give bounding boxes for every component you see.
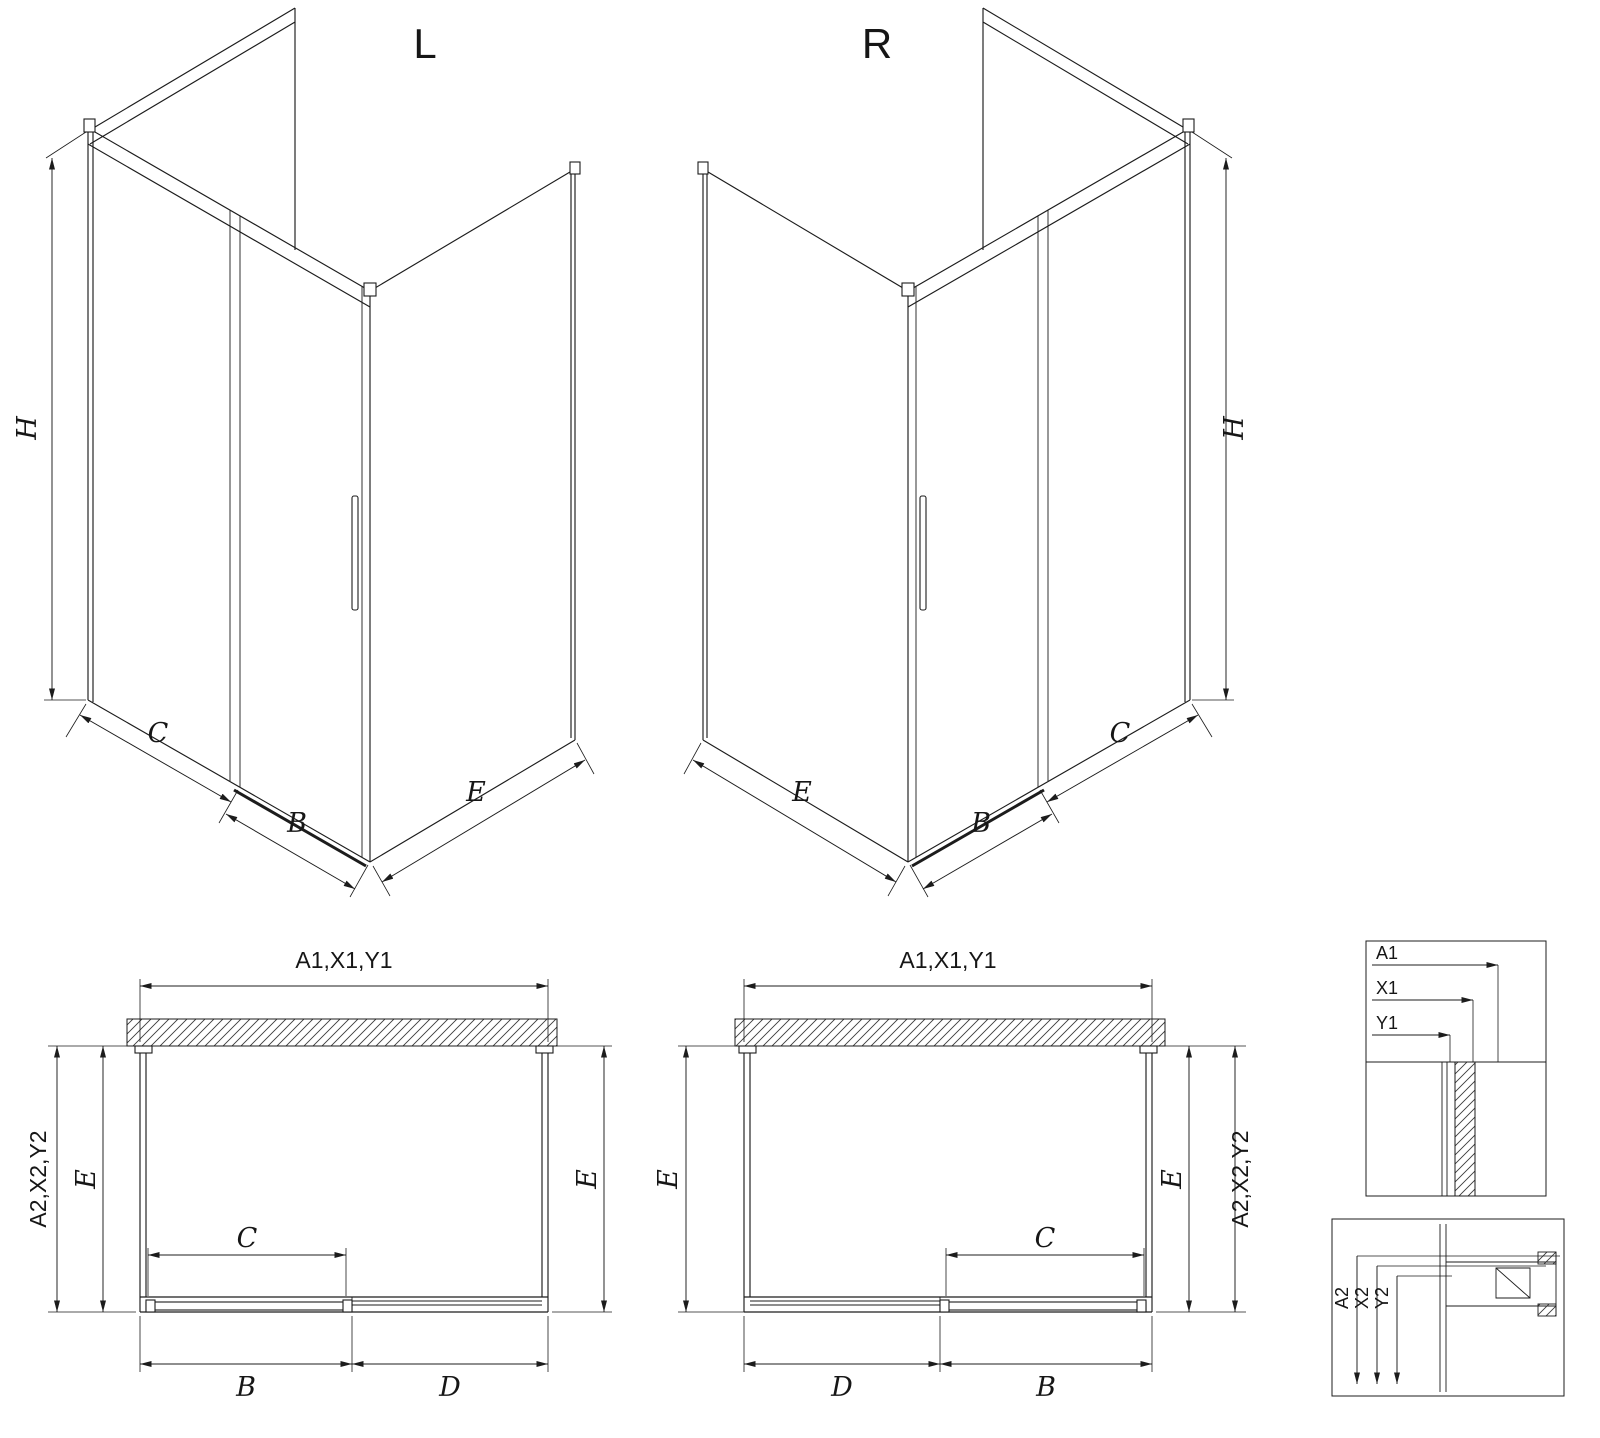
dim-label-b: B [970,808,991,839]
wall-bracket-right [535,1045,554,1054]
dim-line-e [381,759,586,883]
detail-wall-profile-top: A1 X1 Y1 [1365,940,1547,1197]
bathroom-wall-hatched [126,1018,558,1047]
dim-label-e-left: E [71,1169,102,1190]
dim-label-c: C [237,1223,258,1254]
side-wall-frame [702,168,909,863]
dim-line-c [79,714,232,803]
reference-lines [1449,965,1499,1062]
wall-profile-cap-right [569,161,581,175]
dim-label-c: C [148,718,169,749]
door-handle [919,495,927,611]
dim-label-e-left: E [653,1169,684,1190]
fixed-front-glass [750,1297,941,1312]
glass-panel-section [1439,1224,1447,1392]
left-return-panel-lines [89,7,296,250]
dim-label-c: C [1110,718,1131,749]
dim-label-b: B [1035,1372,1056,1403]
dim-label-e: E [791,777,812,808]
wall-profile-section-hatched [1454,1061,1476,1197]
profile-bracket [1446,1252,1557,1316]
dim-label-d: D [438,1372,461,1403]
wall-anchor-hatched-bottom [1537,1303,1557,1317]
dim-label-e: E [465,777,486,808]
door-roller-left [939,1299,950,1313]
dim-label-b: B [286,808,307,839]
door-roller-right [1136,1299,1147,1313]
dim-label-e-right: E [572,1169,603,1190]
dim-label-c: C [1035,1223,1056,1254]
side-glass-walls [743,1046,1153,1312]
wall-profile-cap-left [697,161,709,175]
dim-label-d: D [830,1372,853,1403]
dim-label-width: A1,X1,Y1 [899,947,996,973]
corner-post [363,282,377,297]
dim-label-height: H [1219,416,1250,441]
dim-label-depth-outer: A2,X2,Y2 [25,1130,51,1227]
iso-view-left: L H C B E [12,7,595,898]
detail-label-x2: X2 [1352,1287,1372,1309]
dim-line-b [922,813,1053,890]
view-label-right: R [862,20,892,67]
sliding-door [939,1301,1147,1311]
iso-view-right: R H C B E [683,7,1250,898]
extension-lines [48,979,612,1372]
wall-bracket-left [738,1045,757,1054]
dim-line-c [1046,714,1199,803]
extension-lines [44,131,595,898]
dim-label-b: B [235,1372,256,1403]
plan-view-left: A1,X1,Y1 A2,X2,Y2 E E C B D [25,947,612,1403]
plan-view-right: A1,X1,Y1 E E A2,X2,Y2 C D B [653,947,1253,1403]
extension-lines [683,131,1234,898]
extension-lines [678,979,1246,1372]
detail-label-x1: X1 [1376,978,1398,998]
detail-box [1331,1218,1565,1397]
detail-label-y1: Y1 [1376,1013,1398,1033]
side-wall-frame [369,168,576,863]
front-wall-frame [87,127,371,863]
detail-label-y2: Y2 [1372,1287,1392,1309]
dim-label-width: A1,X1,Y1 [295,947,392,973]
dim-label-height: H [12,416,43,441]
right-return-panel-lines [982,7,1189,250]
wall-anchor-hatched-top [1537,1251,1557,1265]
door-roller-left [145,1299,156,1313]
dim-label-e-right: E [1157,1169,1188,1190]
front-wall-frame [907,127,1191,863]
side-glass-walls [139,1046,549,1312]
door-and-fixed-panel-edges [915,210,1049,857]
dim-label-depth-outer: A2,X2,Y2 [1227,1130,1253,1227]
corner-post [901,282,915,297]
fixed-front-glass [351,1297,542,1312]
wall-bracket-right [1139,1045,1158,1054]
detail-floor-profile-bottom: A2 X2 Y2 [1331,1218,1565,1397]
door-and-fixed-panel-edges [229,210,363,857]
detail-label-a1: A1 [1376,943,1398,963]
detail-label-a2: A2 [1332,1287,1352,1309]
door-handle [351,495,359,611]
sliding-door [145,1301,353,1311]
wall-profile-cap-left [83,118,96,133]
wall-profile-cap-right [1182,118,1195,133]
door-roller-right [342,1299,353,1313]
bathroom-wall-hatched [734,1018,1166,1047]
view-label-left: L [413,20,436,67]
dim-line-b [225,813,356,890]
wall-bracket-left [134,1045,153,1054]
dim-line-e [692,759,897,883]
